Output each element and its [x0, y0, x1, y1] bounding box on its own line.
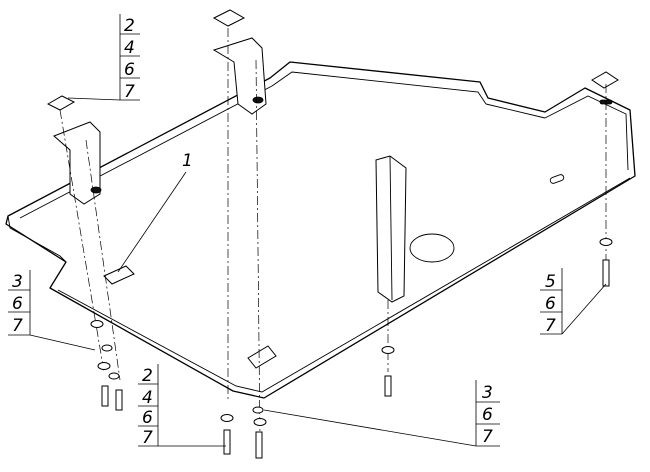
bolt-c1	[223, 429, 231, 455]
callout-bottom-left-4: 7	[142, 428, 153, 448]
left-bracket	[53, 121, 101, 205]
right-top-nut	[591, 71, 619, 89]
washer-l2	[97, 362, 111, 370]
callout-right-2: 6	[545, 294, 556, 314]
center-bracket-hole	[252, 96, 264, 104]
leader-right	[561, 283, 607, 335]
left-bracket-hole	[90, 186, 102, 194]
washer-c3	[252, 406, 264, 414]
callout-top-left	[119, 14, 140, 101]
skid-plate-outline	[5, 61, 636, 399]
callout-bottom-right-3: 7	[482, 427, 493, 447]
callout-bottom-right	[475, 380, 500, 447]
center-bracket	[212, 37, 267, 115]
axis-left-2	[85, 139, 121, 381]
washer-c2	[253, 418, 267, 426]
callout-bottom-left	[138, 364, 159, 447]
callout-left-3: 7	[12, 316, 23, 336]
callout-bottom-left-1: 2	[142, 366, 153, 386]
plate-nut-left	[103, 265, 135, 285]
callout-top-left-4: 7	[124, 82, 135, 102]
washer-l1	[90, 320, 104, 328]
right-rim	[544, 95, 629, 171]
inner-crease	[485, 103, 546, 119]
callout-left-2: 6	[12, 294, 23, 314]
axis-center-2	[255, 59, 261, 441]
bolt-l1	[101, 385, 109, 407]
left-rim	[19, 85, 273, 219]
plate-nut-right	[247, 345, 277, 369]
bolt-c2	[255, 431, 263, 459]
callout-bottom-left-3: 6	[142, 408, 153, 428]
callout-right-1: 5	[545, 272, 556, 292]
leader-left	[29, 334, 96, 351]
inspection-hole	[409, 233, 455, 263]
center-rib-edge	[389, 155, 393, 301]
front-flange	[7, 215, 67, 263]
callout-top-left-3: 6	[124, 60, 135, 80]
slot-right	[549, 174, 565, 184]
callout-bottom-right-2: 6	[482, 405, 493, 425]
leader-bottom-right	[263, 409, 477, 447]
bolt-l2	[115, 389, 123, 411]
callout-right	[540, 268, 563, 335]
callout-left-1: 3	[12, 272, 23, 292]
left-top-nut	[46, 95, 76, 111]
bolt-r1	[602, 259, 610, 287]
washer-r1	[599, 238, 613, 246]
leader-top-left	[67, 97, 121, 101]
callout-part-one: 1	[182, 151, 193, 171]
center-top-nut	[212, 9, 246, 27]
callout-bottom-left-2: 4	[142, 388, 153, 408]
washer-c1	[220, 414, 234, 422]
washer-l3	[108, 372, 120, 380]
callout-top-left-1: 2	[124, 16, 135, 36]
bottom-rim	[57, 177, 631, 393]
axis-left-1	[59, 109, 105, 373]
washer-m1	[381, 346, 395, 354]
callout-left	[8, 270, 31, 336]
callout-bottom-right-1: 3	[482, 383, 493, 403]
callout-top-left-2: 4	[124, 38, 135, 58]
callout-right-3: 7	[545, 316, 556, 336]
leader-part-one	[117, 171, 187, 273]
bolt-m1	[384, 375, 392, 397]
top-rim	[271, 71, 487, 105]
washer-l4	[101, 344, 113, 352]
